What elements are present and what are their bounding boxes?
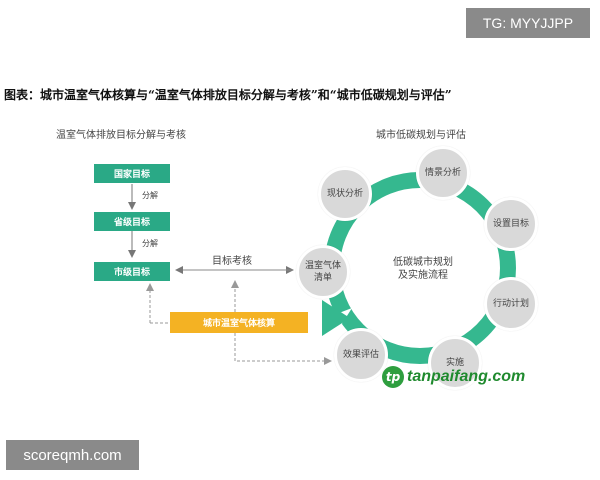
left-section-heading: 温室气体排放目标分解与考核: [56, 130, 186, 141]
node-effect-evaluation: 效果评估: [334, 328, 388, 382]
national-target-box: 国家目标: [94, 164, 170, 183]
node-scenario-analysis: 情景分析: [416, 146, 470, 200]
assessment-label: 目标考核: [212, 256, 252, 267]
node-ghg-inventory-line-2: 清单: [313, 273, 332, 283]
node-ghg-inventory: 温室气体 清单: [296, 245, 350, 299]
page-title: 图表：城市温室气体核算与“温室气体排放目标分解与考核”和“城市低碳规划与评估”: [4, 88, 452, 102]
ghg-accounting-box: 城市温室气体核算: [170, 312, 308, 333]
city-target-box: 市级目标: [94, 262, 170, 281]
logo-mark-icon: tp: [382, 366, 404, 388]
decompose-label-1: 分解: [142, 191, 158, 200]
node-action-plan: 行动计划: [484, 277, 538, 331]
watermark-top: TG: MYYJJPP: [466, 8, 590, 38]
node-implementation: 实施: [428, 336, 482, 390]
province-target-box: 省级目标: [94, 212, 170, 231]
node-set-target: 设置目标: [484, 197, 538, 251]
node-ghg-inventory-line-1: 温室气体: [304, 261, 341, 271]
site-logo: tp tanpaifang.com: [382, 364, 525, 390]
right-section-heading: 城市低碳规划与评估: [376, 130, 466, 141]
decompose-label-2: 分解: [142, 239, 158, 248]
watermark-bottom: scoreqmh.com: [6, 440, 139, 470]
dash-accounting-to-evaluation: [234, 333, 332, 365]
cycle-arrowhead: [322, 300, 350, 336]
center-text-line-1: 低碳城市规划: [393, 257, 453, 268]
node-current-analysis: 现状分析: [318, 167, 372, 221]
center-text-line-2: 及实施流程: [398, 270, 448, 281]
logo-text: tanpaifang.com: [407, 368, 526, 385]
cycle-center-text: 低碳城市规划 及实施流程: [378, 256, 468, 282]
